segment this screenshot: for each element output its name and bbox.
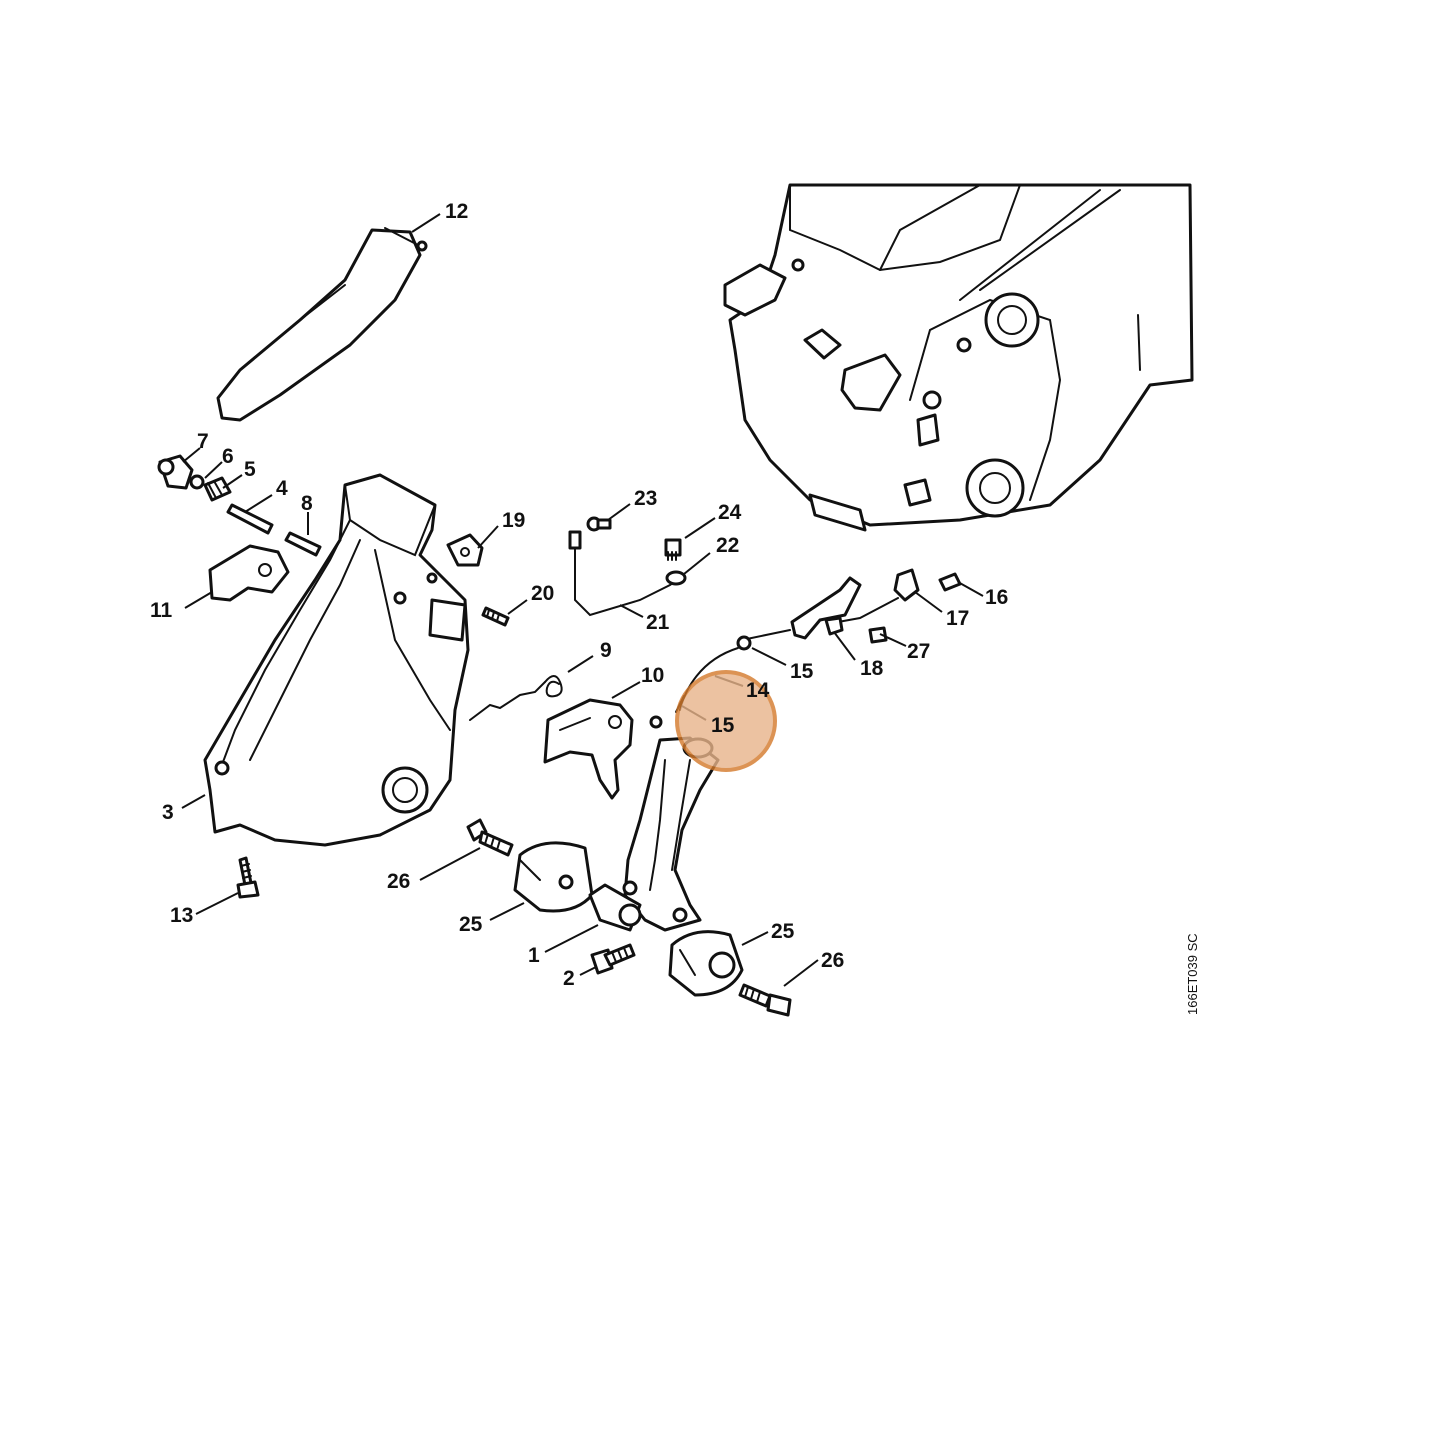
callout-label: 20	[531, 582, 554, 605]
callout-label: 2	[563, 967, 575, 990]
part-screw-2	[590, 943, 636, 975]
part-9-spring	[469, 675, 563, 721]
part-damper-left	[513, 841, 594, 913]
part-bolt-left	[466, 818, 514, 857]
part-sleeve	[588, 883, 642, 932]
callout-labels: 12 7 6 5 4 8 19 23 24 22 11 20 21 9 10 1…	[150, 200, 1008, 990]
callout-label: 1	[528, 944, 540, 967]
callout-label: 7	[197, 430, 209, 453]
part-small-hardware	[157, 454, 322, 557]
callout-label: 9	[600, 639, 612, 662]
part-damper-right	[668, 930, 744, 997]
callout-label: 23	[634, 487, 657, 510]
callout-label: 24	[718, 501, 742, 524]
callout-label: 26	[821, 949, 844, 972]
part-ground-wire	[568, 516, 687, 617]
part-19-clip	[446, 533, 484, 567]
callout-label: 19	[502, 509, 525, 532]
callout-label: 12	[445, 200, 468, 223]
part-handle-housing	[203, 473, 470, 847]
callout-label: 17	[946, 607, 969, 630]
callout-label: 6	[222, 445, 234, 468]
callout-label: 10	[641, 664, 664, 687]
highlight-marker[interactable]	[675, 670, 777, 772]
callout-label: 3	[162, 801, 174, 824]
callout-label: 4	[276, 477, 288, 500]
callout-label: 14	[746, 679, 770, 702]
callout-label: 18	[860, 657, 884, 680]
part-handle-bar	[216, 227, 428, 422]
callout-label: 16	[985, 586, 1008, 609]
callout-label: 11	[150, 599, 173, 622]
callout-label: 15	[711, 714, 735, 737]
callout-label: 25	[771, 920, 795, 943]
part-10-lever	[543, 698, 663, 800]
callout-label: 22	[716, 534, 739, 557]
part-throttle-linkage	[790, 568, 962, 644]
part-handle-frame	[622, 736, 720, 932]
callout-label: 26	[387, 870, 410, 893]
callout-label: 25	[459, 913, 483, 936]
part-13-screw	[236, 856, 260, 899]
callout-label: 15	[790, 660, 814, 683]
engine-housing	[723, 183, 1194, 532]
callout-label: 21	[646, 611, 670, 634]
part-latch	[208, 544, 290, 602]
part-20-screw	[481, 606, 510, 627]
part-bolt-right	[738, 983, 792, 1017]
drawing-code: 166ET039 SC	[1185, 933, 1200, 1015]
callout-label: 27	[907, 640, 930, 663]
callout-label: 8	[301, 492, 313, 515]
callout-label: 13	[170, 904, 193, 927]
callout-label: 5	[244, 458, 256, 481]
